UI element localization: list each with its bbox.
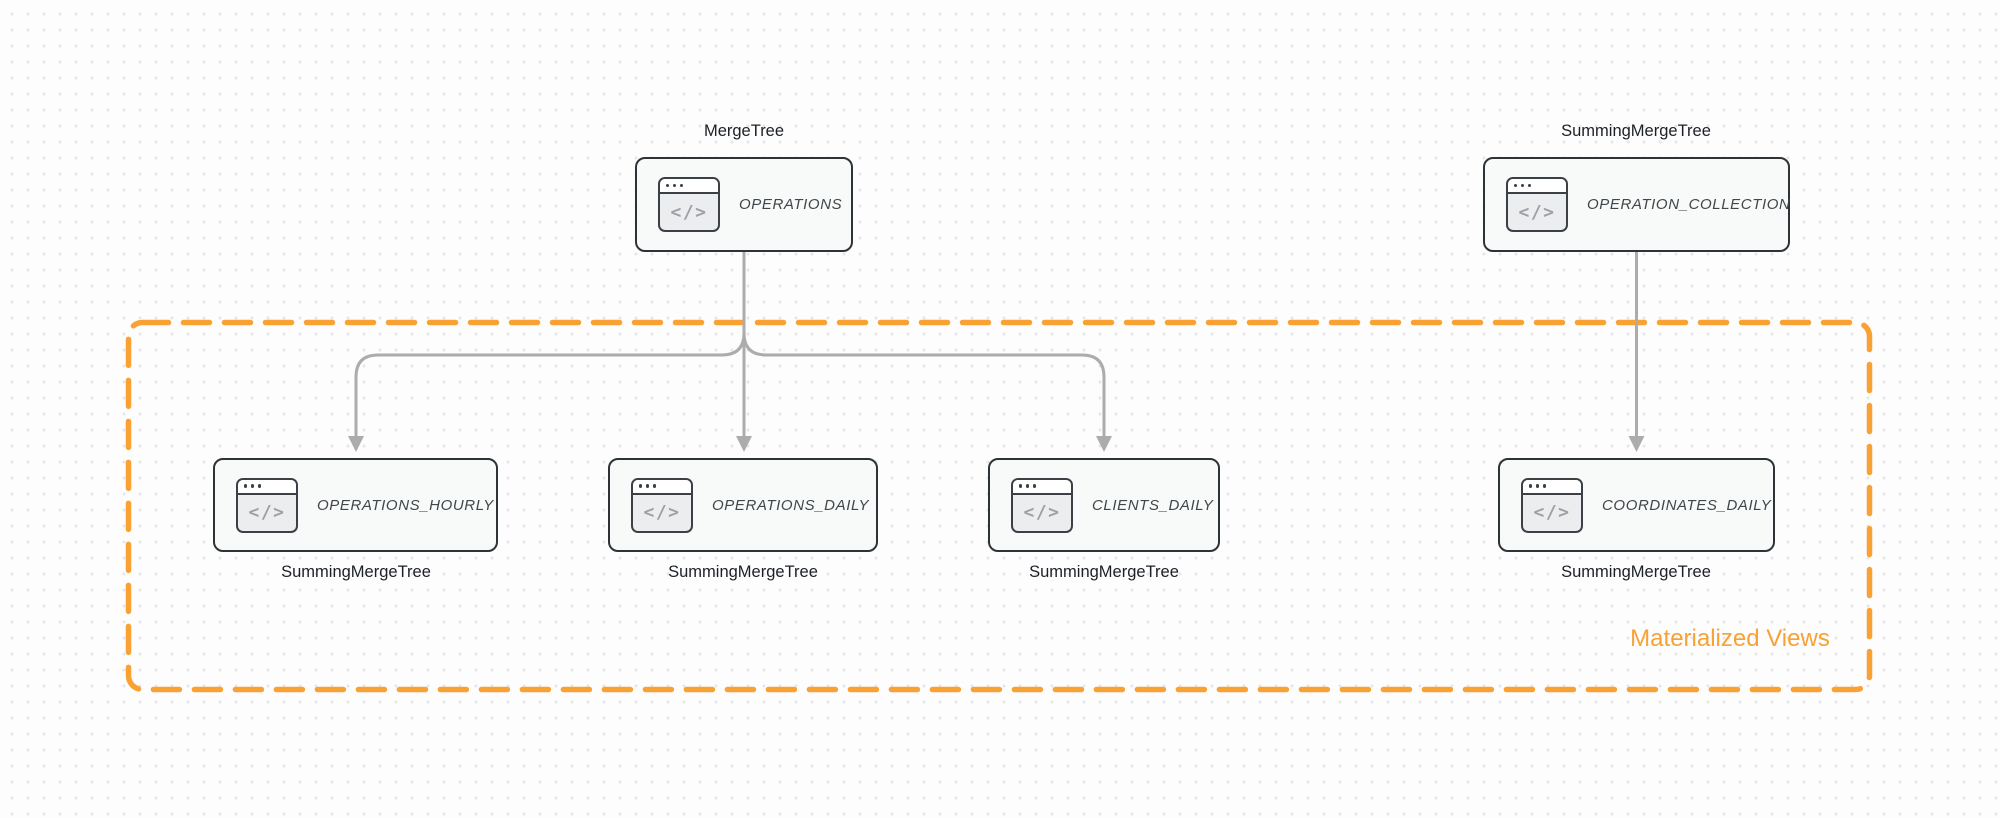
engine-label-clients-daily: SummingMergeTree [1029,563,1179,581]
window-dot-icon [638,484,642,488]
window-dot-icon [645,484,649,488]
window-dot-icon [1542,484,1546,488]
engine-label-operations-daily: SummingMergeTree [668,563,818,581]
window-titlebar [1508,179,1566,194]
window-dot-icon [665,183,669,188]
window-titlebar [660,179,718,194]
node-title: CLIENTS_DAILY [1092,496,1214,514]
code-window-icon: </> [236,477,298,533]
engine-label-operation-collection: SummingMergeTree [1561,122,1711,140]
engine-label-operations: MergeTree [703,122,785,140]
code-glyph: </> [1518,201,1556,223]
edge-operations-to-clients-daily [742,250,1106,439]
code-glyph: </> [670,201,708,223]
arrowhead-operations-hourly [348,436,364,452]
arrowhead-operations-daily [736,436,752,452]
node-coordinates-daily[interactable]: </> COORDINATES_DAILY [1498,458,1775,552]
window-dot-icon [1032,484,1036,488]
edge-operations-to-operations-hourly [354,250,746,439]
window-dot-icon [257,484,261,488]
code-glyph: </> [248,502,286,523]
node-clients-daily[interactable]: </> CLIENTS_DAILY [988,458,1220,552]
window-dot-icon [652,484,656,488]
materialized-views-group-border [125,319,1873,693]
node-operation-collection[interactable]: </> OPERATION_COLLECTION [1483,157,1790,252]
engine-label-coordinates-daily: SummingMergeTree [1561,563,1711,581]
window-dot-icon [1018,484,1022,488]
window-dot-icon [679,183,683,188]
code-glyph: </> [643,502,681,523]
code-glyph: </> [1533,502,1571,523]
window-dot-icon [1520,183,1524,188]
node-title: OPERATIONS [739,196,843,213]
node-title: OPERATION_COLLECTION [1587,196,1791,213]
node-title: OPERATIONS_DAILY [712,496,870,514]
arrowhead-clients-daily [1096,436,1112,452]
window-dot-icon [1535,484,1539,488]
code-window-icon: </> [1011,477,1073,533]
window-dot-icon [1025,484,1029,488]
window-dot-icon [1528,484,1532,488]
window-dot-icon [250,484,254,488]
window-dot-icon [672,183,676,188]
materialized-views-group-label: Materialized Views [1630,625,1830,652]
engine-label-operations-hourly: SummingMergeTree [281,563,431,581]
code-window-icon: </> [1506,177,1568,232]
node-operations-daily[interactable]: </> OPERATIONS_DAILY [608,458,878,552]
code-window-icon: </> [631,477,693,533]
window-titlebar [1013,479,1071,495]
window-titlebar [1523,479,1581,495]
code-glyph: </> [1023,502,1061,523]
window-dot-icon [1513,183,1517,188]
window-titlebar [633,479,691,495]
window-dot-icon [243,484,247,488]
node-title: OPERATIONS_HOURLY [317,496,494,514]
code-window-icon: </> [658,177,720,232]
arrowhead-coordinates-daily [1628,436,1645,452]
node-title: COORDINATES_DAILY [1602,496,1772,514]
window-dot-icon [1527,183,1531,188]
window-titlebar [238,479,296,495]
code-window-icon: </> [1521,477,1583,533]
node-operations-hourly[interactable]: </> OPERATIONS_HOURLY [213,458,498,552]
node-operations[interactable]: </> OPERATIONS [635,157,853,252]
